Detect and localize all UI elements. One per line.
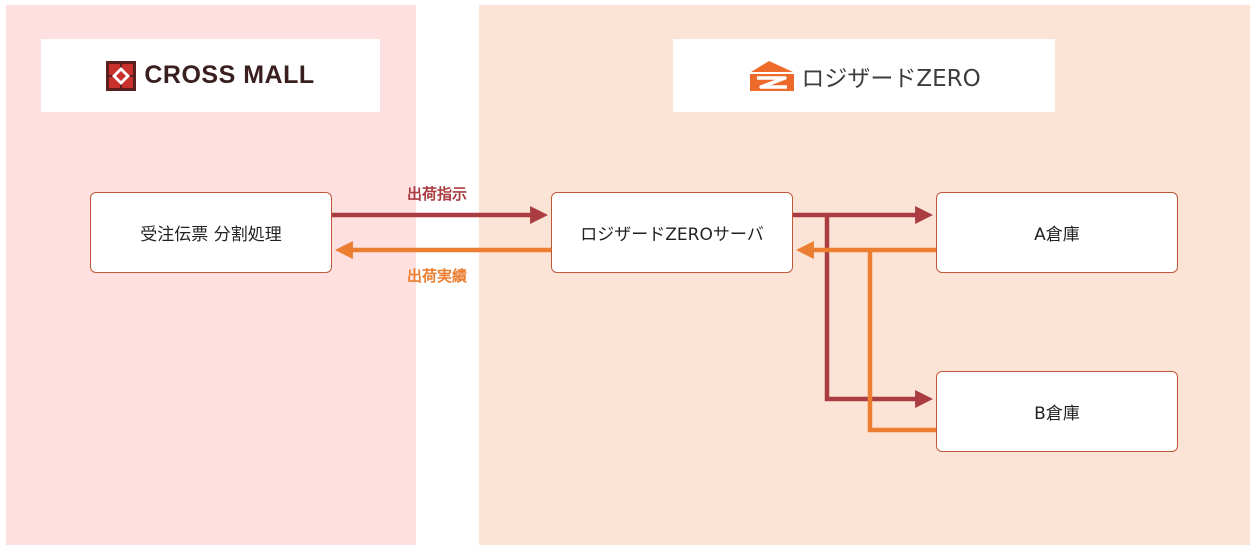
logizard-zero-logo: ロジザードZERO [673, 39, 1055, 112]
crossmall-mark-icon [106, 60, 137, 91]
crossmall-logo: CROSS MALL [41, 39, 380, 112]
ship-instruction-label: 出荷指示 [407, 185, 468, 203]
logizard-logo-text: ロジザードZERO [801, 65, 981, 92]
warehouse-a-node: A倉庫 [936, 192, 1178, 273]
order-split-node: 受注伝票 分割処理 [90, 192, 332, 273]
warehouse-b-node: B倉庫 [936, 371, 1178, 452]
arrow-b-to-server [867, 250, 940, 433]
arrow-server-to-b [824, 215, 934, 408]
ship-result-label: 出荷実績 [407, 267, 468, 285]
logizard-mark-icon [750, 60, 795, 91]
crossmall-logo-text: CROSS MALL [144, 61, 315, 89]
logizard-server-node: ロジザードZEROサーバ [551, 192, 793, 273]
